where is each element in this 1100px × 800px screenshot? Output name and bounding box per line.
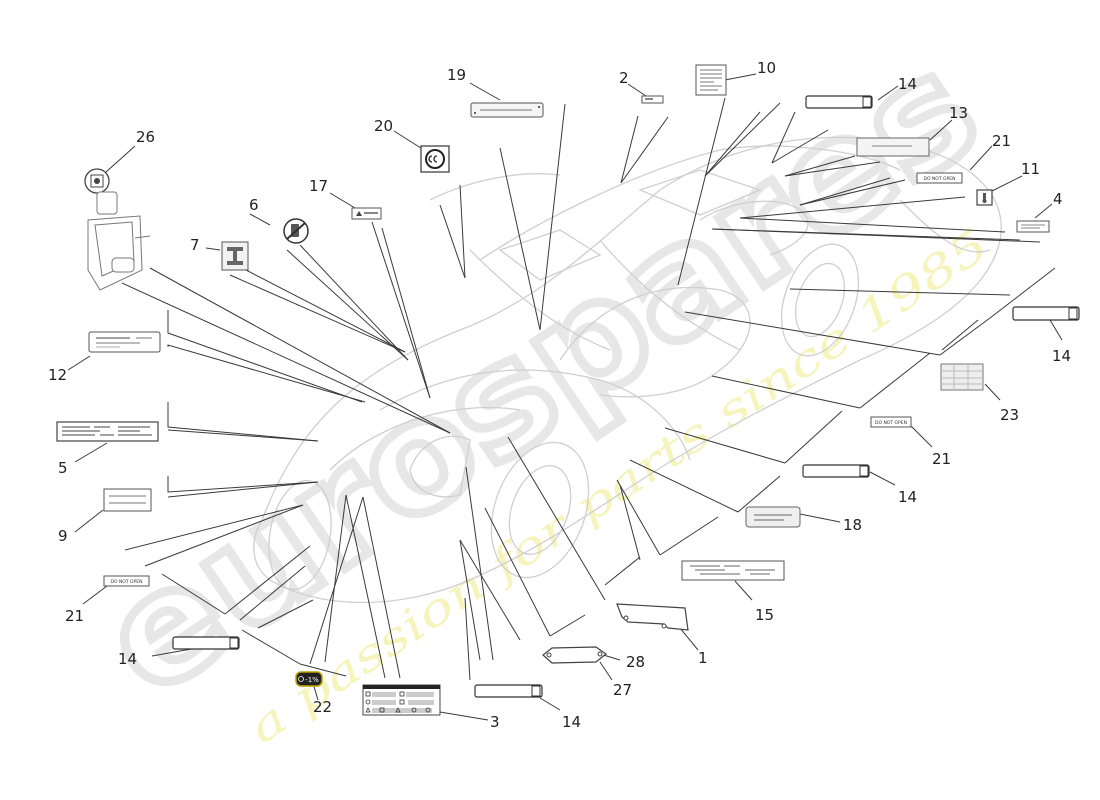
callout-22: 22 xyxy=(313,698,332,716)
callout-18: 18 xyxy=(843,516,862,534)
callout-21-right: 21 xyxy=(932,450,951,468)
car-outline xyxy=(253,136,1002,604)
callout-10: 10 xyxy=(757,59,776,77)
callout-27: 27 xyxy=(613,681,632,699)
part-9-label xyxy=(103,488,152,512)
part-14-plate-bottom xyxy=(474,684,543,698)
part-6-prohibition-sign xyxy=(283,218,309,244)
callout-14-mid-right: 14 xyxy=(898,488,917,506)
do-not-open-text: DO NOT OPEN xyxy=(924,176,956,182)
callout-9: 9 xyxy=(58,527,68,545)
part-14-plate-right xyxy=(1012,306,1080,321)
callout-14-top: 14 xyxy=(898,75,917,93)
part-2-label xyxy=(641,95,664,104)
callout-leads xyxy=(67,73,1063,721)
callout-1: 1 xyxy=(698,649,708,667)
part-12-label xyxy=(88,331,161,353)
part-7-label xyxy=(221,241,249,271)
callout-28: 28 xyxy=(626,653,645,671)
part-18-label xyxy=(745,506,801,528)
callout-20: 20 xyxy=(374,117,393,135)
part-19-plate xyxy=(470,102,544,118)
callout-2: 2 xyxy=(619,69,629,87)
part-11-label xyxy=(976,189,993,206)
part-22-badge-text: -1% xyxy=(305,676,319,684)
part-10-info-plate xyxy=(695,64,727,96)
callout-14-bottom: 14 xyxy=(562,713,581,731)
callout-21-top: 21 xyxy=(992,132,1011,150)
part-14-plate-mid-right xyxy=(802,464,870,478)
part-1-plate xyxy=(616,603,689,631)
callout-23: 23 xyxy=(1000,406,1019,424)
callout-17: 17 xyxy=(309,177,328,195)
part-20-ccc-badge xyxy=(420,145,450,173)
callout-26: 26 xyxy=(136,128,155,146)
part-13-plate xyxy=(856,137,930,157)
do-not-open-text: DO NOT OPEN xyxy=(111,579,143,585)
part-5-label xyxy=(56,421,159,442)
callout-5: 5 xyxy=(58,459,68,477)
part-26-reservoir xyxy=(84,168,151,291)
callout-6: 6 xyxy=(249,196,259,214)
part-14-plate-bottom-left xyxy=(172,636,240,650)
do-not-open-text: DO NOT OPEN xyxy=(875,420,907,426)
callout-14-bottom-left: 14 xyxy=(118,650,137,668)
leader-lines xyxy=(121,97,1056,681)
part-21-do-not-open-right: DO NOT OPEN xyxy=(870,416,912,428)
callout-19: 19 xyxy=(447,66,466,84)
callout-15: 15 xyxy=(755,606,774,624)
part-22-badge: -1% xyxy=(295,671,323,687)
callout-12: 12 xyxy=(48,366,67,384)
callout-13: 13 xyxy=(949,104,968,122)
watermark-logo: eurospares xyxy=(73,21,1008,730)
callout-3: 3 xyxy=(490,713,500,731)
callout-7: 7 xyxy=(190,236,200,254)
callout-11: 11 xyxy=(1021,160,1040,178)
callout-14-right: 14 xyxy=(1052,347,1071,365)
part-28-tag xyxy=(542,646,608,664)
callout-numbers: 26 6 7 17 20 19 2 10 14 13 21 11 4 14 23… xyxy=(48,59,1071,731)
part-3-symbol-chart xyxy=(362,684,441,716)
callout-21-left: 21 xyxy=(65,607,84,625)
part-21-do-not-open-left: DO NOT OPEN xyxy=(103,575,150,587)
part-15-plate xyxy=(681,560,785,581)
part-23-grid-label xyxy=(940,363,984,391)
part-21-do-not-open-top: DO NOT OPEN xyxy=(916,172,963,184)
callout-4: 4 xyxy=(1053,190,1063,208)
part-14-plate-top xyxy=(805,95,873,109)
part-4-label xyxy=(1016,220,1050,233)
part-17-warning-label xyxy=(351,207,382,220)
